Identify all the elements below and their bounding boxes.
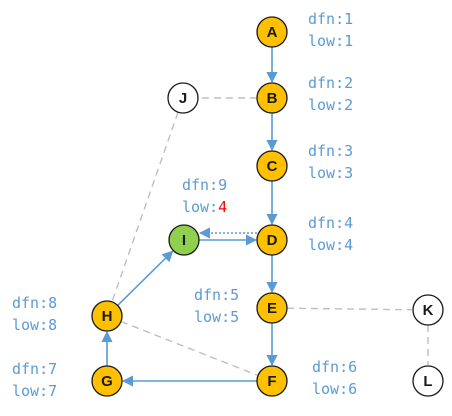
low-label: low:4 [182,198,227,216]
node-label: B [267,90,278,107]
annotation-f: dfn:6 low:6 [312,358,357,398]
node-j: J [167,82,199,114]
annotation-b: dfn:2 low:2 [308,74,353,114]
low-label: low:1 [308,32,353,50]
low-value: 4 [218,198,227,216]
edges-layer [101,47,429,387]
node-l: L [412,365,444,397]
node-g: G [91,365,123,397]
annotation-g: dfn:7 low:7 [12,360,57,400]
low-label: low:6 [312,380,357,398]
dfn-label: dfn:2 [308,74,353,92]
node-circle [167,82,199,114]
low-prefix: low: [308,236,344,254]
dfn-label: dfn:4 [308,214,353,232]
node-circle [256,82,288,114]
low-value: 5 [230,308,239,326]
node-circle [256,224,288,256]
annotation-e: dfn:5 low:5 [194,286,239,326]
back-edge-e-k [286,307,413,311]
back-edge-j-h [111,111,179,302]
dfn-label: dfn:6 [312,358,357,376]
node-e: E [256,292,288,324]
node-circle [91,300,123,332]
node-a: A [256,16,288,48]
annotations-layer: dfn:1low:1dfn:2low:2dfn:3low:3dfn:4low:4… [12,10,357,400]
low-label: low:2 [308,96,353,114]
node-label: E [267,300,277,317]
low-label: low:5 [194,308,239,326]
low-prefix: low: [308,164,344,182]
dfn-label: dfn:9 [182,176,227,194]
annotation-a: dfn:1 low:1 [308,10,353,50]
node-d: D [256,224,288,256]
node-circle [256,16,288,48]
annotation-h: dfn:8 low:8 [12,294,57,334]
node-circle [256,292,288,324]
dfn-label: dfn:3 [308,142,353,160]
annotation-d: dfn:4 low:4 [308,214,353,254]
low-value: 8 [48,316,57,334]
node-circle [168,224,200,256]
low-label: low:8 [12,316,57,334]
low-prefix: low: [312,380,348,398]
annotation-i: dfn:9 low:4 [182,176,227,216]
node-label: L [423,373,432,390]
low-prefix: low: [12,316,48,334]
node-b: B [256,82,288,114]
node-i: I [168,224,200,256]
low-value: 6 [348,380,357,398]
node-circle [412,294,444,326]
low-value: 1 [344,32,353,50]
low-prefix: low: [182,198,218,216]
node-label: A [267,24,278,41]
node-label: D [267,232,278,249]
dfn-label: dfn:5 [194,286,239,304]
node-circle [412,365,444,397]
dfn-label: dfn:8 [12,294,57,312]
low-prefix: low: [308,32,344,50]
node-label: J [179,90,187,107]
node-label: F [267,373,276,390]
low-value: 7 [48,382,57,400]
node-c: C [256,150,288,182]
low-label: low:3 [308,164,353,182]
node-label: K [423,302,434,319]
node-f: F [256,365,288,397]
node-circle [256,365,288,397]
node-k: K [412,294,444,326]
node-circle [91,365,123,397]
low-prefix: low: [194,308,230,326]
node-label: G [101,373,113,390]
low-label: low:4 [308,236,353,254]
node-label: I [182,232,186,249]
node-label: H [102,308,113,325]
low-value: 3 [344,164,353,182]
low-label: low:7 [12,382,57,400]
node-circle [256,150,288,182]
dfn-label: dfn:7 [12,360,57,378]
low-value: 4 [344,236,353,254]
nodes-layer: A B C D E F G H I J K L [91,16,444,397]
low-prefix: low: [12,382,48,400]
back-edge-h-f [120,320,258,376]
low-prefix: low: [308,96,344,114]
tree-edge-h-i [117,250,174,307]
node-h: H [91,300,123,332]
low-value: 2 [344,96,353,114]
dfn-label: dfn:1 [308,10,353,28]
annotation-c: dfn:3 low:3 [308,142,353,182]
node-label: C [267,158,278,175]
